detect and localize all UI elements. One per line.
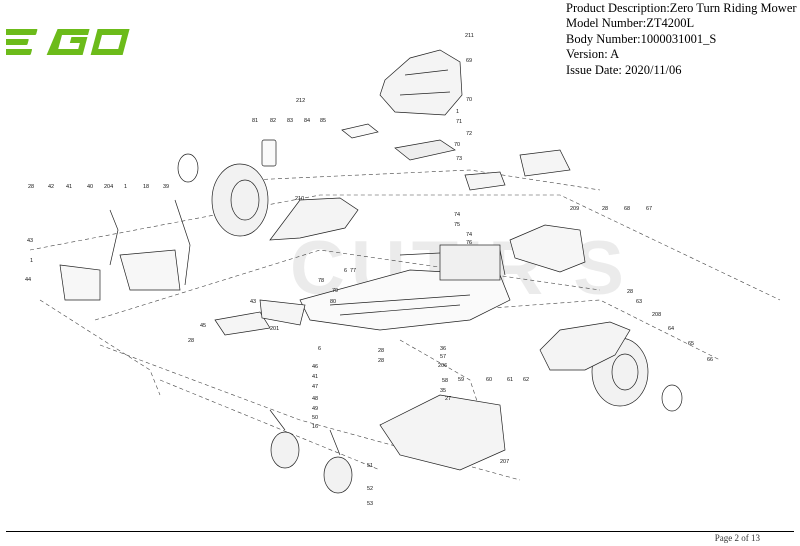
callout: 207 xyxy=(500,459,509,465)
callout-numbers: 211 69 70 1 71 72 70 73 212 81 82 83 84 … xyxy=(25,33,713,507)
callout: 84 xyxy=(304,118,310,124)
callout: 41 xyxy=(312,374,318,380)
callout: 59 xyxy=(458,377,464,383)
callout: 28 xyxy=(378,348,384,354)
callout: 76 xyxy=(466,240,472,246)
callout: 85 xyxy=(320,118,326,124)
callout: 43 xyxy=(27,238,33,244)
callout: 64 xyxy=(668,326,674,332)
callout: 82 xyxy=(270,118,276,124)
front-caster-left xyxy=(270,431,300,469)
callout: 209 xyxy=(570,206,579,212)
seat xyxy=(379,49,463,116)
callout: 6 xyxy=(318,346,321,352)
callout: 28 xyxy=(28,184,34,190)
callout: 83 xyxy=(287,118,293,124)
callout: 80 xyxy=(330,299,336,305)
issue-date: Issue Date: 2020/11/06 xyxy=(566,62,682,77)
callout: 51 xyxy=(367,463,373,469)
callout: 28 xyxy=(602,206,608,212)
callout: 62 xyxy=(523,377,529,383)
callout: 28 xyxy=(627,289,633,295)
callout: 6 xyxy=(344,268,347,274)
callout: 74 xyxy=(466,232,472,238)
callout: 42 xyxy=(48,184,54,190)
callout: 45 xyxy=(200,323,206,329)
callout: 75 xyxy=(454,222,460,228)
callout: 63 xyxy=(636,299,642,305)
footer-rule xyxy=(6,531,794,532)
callout: 206 xyxy=(438,363,447,369)
body-number: Body Number:1000031001_S xyxy=(566,31,717,46)
front-caster-right xyxy=(323,456,353,494)
callout: 68 xyxy=(624,206,630,212)
callout: 79 xyxy=(332,288,338,294)
callout: 201 xyxy=(270,326,279,332)
callout: 74 xyxy=(454,212,460,218)
callout: 65 xyxy=(688,341,694,347)
callout: 58 xyxy=(442,378,448,384)
callout: 1 xyxy=(30,258,33,264)
callout: 69 xyxy=(466,58,472,64)
callout: 70 xyxy=(466,97,472,103)
callout: 1 xyxy=(124,184,127,190)
callout: 61 xyxy=(507,377,513,383)
version: Version: A xyxy=(566,47,620,62)
callout: 204 xyxy=(104,184,113,190)
callout: 67 xyxy=(646,206,652,212)
callout: 52 xyxy=(367,486,373,492)
callout: 71 xyxy=(456,119,462,125)
callout: 27 xyxy=(445,396,451,402)
callout: 28 xyxy=(188,338,194,344)
left-rear-tire xyxy=(211,163,269,237)
callout: 81 xyxy=(252,118,258,124)
callout: 47 xyxy=(312,384,318,390)
callout: 70 xyxy=(454,142,460,148)
model-number: Model Number:ZT4200L xyxy=(566,16,695,31)
callout: 43 xyxy=(250,299,256,305)
callout: 66 xyxy=(707,357,713,363)
callout: 16 xyxy=(312,424,318,430)
callout: 53 xyxy=(367,501,373,507)
callout: 77 xyxy=(350,268,356,274)
callout: 212 xyxy=(296,98,305,104)
callout: 39 xyxy=(163,184,169,190)
callout: 18 xyxy=(143,184,149,190)
callout: 40 xyxy=(87,184,93,190)
document-info: Product Description:Zero Turn Riding Mow… xyxy=(566,1,797,78)
mower-deck xyxy=(379,394,506,471)
fender-210 xyxy=(269,197,359,241)
callout: 44 xyxy=(25,277,31,283)
callout: 49 xyxy=(312,406,318,412)
callout: 41 xyxy=(66,184,72,190)
callout: 73 xyxy=(456,156,462,162)
main-frame xyxy=(299,269,511,331)
callout: 28 xyxy=(378,358,384,364)
callout: 72 xyxy=(466,131,472,137)
callout: 1 xyxy=(456,109,459,115)
callout: 78 xyxy=(318,278,324,284)
fender-208 xyxy=(539,321,631,371)
callout: 210 xyxy=(295,196,304,202)
part-81 xyxy=(261,139,277,167)
callout: 57 xyxy=(440,354,446,360)
callout: 211 xyxy=(465,33,474,39)
callout: 35 xyxy=(440,388,446,394)
callout: 48 xyxy=(312,396,318,402)
page-number: Page 2 of 13 xyxy=(714,533,760,543)
ego-logo xyxy=(6,29,130,55)
callout: 60 xyxy=(486,377,492,383)
callout: 50 xyxy=(312,415,318,421)
callout: 46 xyxy=(312,364,318,370)
product-description: Product Description:Zero Turn Riding Mow… xyxy=(566,1,797,15)
callout: 208 xyxy=(652,312,661,318)
callout: 36 xyxy=(440,346,446,352)
